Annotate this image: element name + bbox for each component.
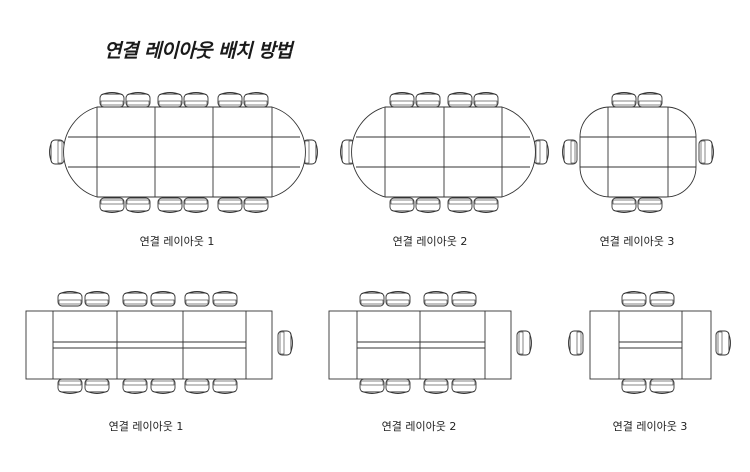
layout-3-bottom [569,291,731,394]
caption-bottom-2: 연결 레이아웃 2 [382,420,457,433]
layout-2-top [341,92,549,213]
layout-1-top [50,92,318,213]
layout-1-bottom [25,291,293,394]
caption-top-1: 연결 레이아웃 1 [140,235,215,248]
caption-top-2: 연결 레이아웃 2 [393,235,468,248]
caption-bottom-3: 연결 레이아웃 3 [613,420,688,433]
caption-top-3: 연결 레이아웃 3 [600,235,675,248]
layout-2-bottom [328,291,532,394]
page-title: 연결 레이아웃 배치 방법 [104,40,293,62]
layout-3-top [563,92,714,213]
caption-bottom-1: 연결 레이아웃 1 [109,420,184,433]
